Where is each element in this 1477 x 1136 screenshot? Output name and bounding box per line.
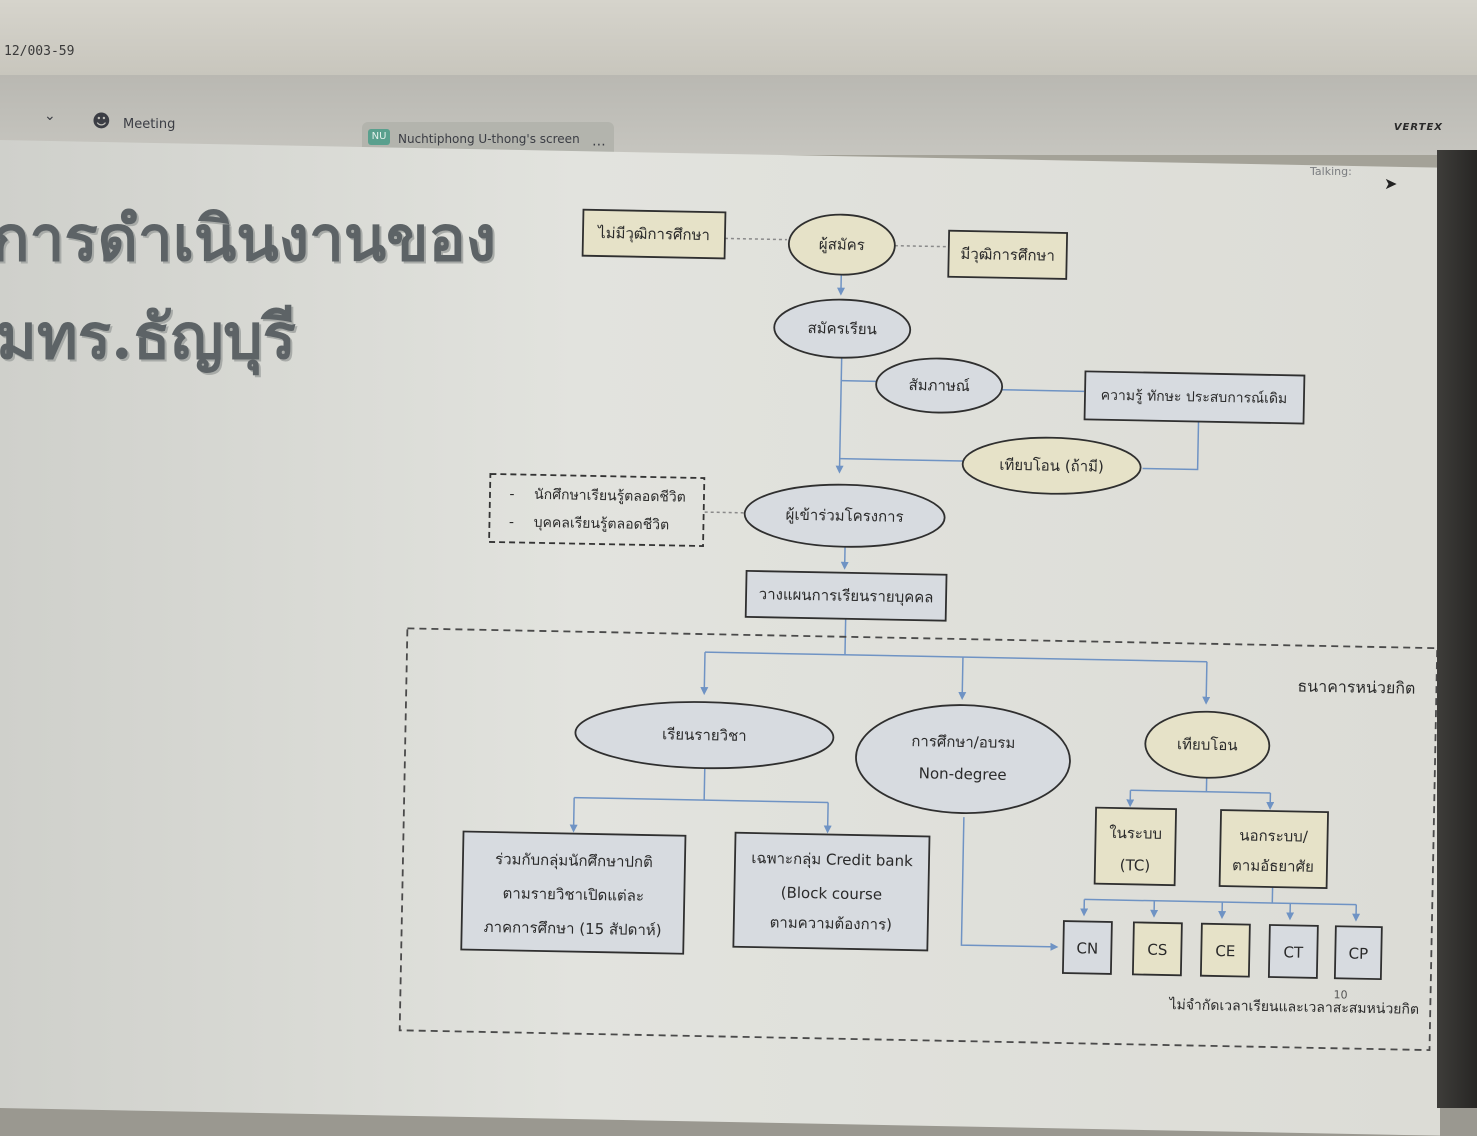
arrow-to-by-course (704, 652, 705, 692)
enroll-label: สมัครเรียน (807, 319, 877, 338)
page-number: 10 (1333, 988, 1347, 1001)
flow-diagram: ไม่มีวุฒิการศึกษา ผู้สมัคร มีวุฒิการศึกษ… (0, 0, 1477, 1108)
wall-edge (1437, 150, 1477, 1108)
codes-branch (1084, 899, 1356, 904)
out-system-box (1220, 810, 1328, 888)
credit-bank-label: ธนาคารหน่วยกิต (1297, 676, 1415, 697)
training-label-2: Non-degree (919, 764, 1007, 784)
training-node (855, 703, 1071, 815)
lifelong-dash-2: - (509, 514, 514, 530)
arrow-to-transfer (1206, 662, 1207, 702)
code-cn-label: CN (1076, 939, 1098, 957)
in-system-label-2: (TC) (1120, 856, 1151, 875)
code-ce-label: CE (1215, 942, 1235, 960)
transfer-if-any-label: เทียบโอน (ถ้ามี) (999, 456, 1104, 476)
regular-label-2: ตามรายวิชาเปิดแต่ละ (502, 884, 644, 905)
branch-line (705, 652, 1207, 662)
lifelong-person-label: บุคคลเรียนรู้ตลอดชีวิต (534, 515, 670, 534)
applicant-label: ผู้สมัคร (819, 235, 865, 254)
by-course-label: เรียนรายวิชา (662, 725, 747, 745)
arrow-to-training (962, 657, 963, 697)
footnote: ไม่จำกัดเวลาเรียนและเวลาสะสมหน่วยกิต (1168, 996, 1419, 1018)
dotted-link-no-degree (725, 238, 787, 239)
arrow-to-cb-group (828, 802, 829, 830)
by-course-branch (574, 798, 828, 803)
cursor-icon: ➤ (1384, 174, 1397, 193)
link-to-interview (841, 381, 876, 382)
transfer-label: เทียบโอน (1177, 735, 1238, 754)
transfer-branch (1130, 790, 1270, 793)
cb-group-label-2: (Block course (781, 884, 883, 904)
regular-label-3: ภาคการศึกษา (15 สัปดาห์) (484, 918, 662, 939)
no-degree-label: ไม่มีวุฒิการศึกษา (597, 224, 710, 245)
dotted-link-lifelong (705, 512, 744, 513)
participant-label: ผู้เข้าร่วมโครงการ (785, 506, 903, 526)
interview-label: สัมภาษณ์ (908, 376, 970, 395)
knowledge-label: ความรู้ ทักษะ ประสบการณ์เดิม (1101, 387, 1288, 408)
code-ct-label: CT (1283, 943, 1304, 961)
arrow-to-regular (574, 798, 575, 830)
plan-down-line (845, 615, 846, 655)
lifelong-box (489, 474, 704, 546)
lifelong-dash-1: - (509, 486, 514, 502)
out-system-label-2: ตามอัธยาศัย (1232, 856, 1314, 876)
has-degree-label: มีวุฒิการศึกษา (960, 245, 1055, 266)
training-label-1: การศึกษา/อบรม (911, 732, 1015, 752)
arrow-training-to-cn (961, 817, 1057, 947)
code-cp-label: CP (1348, 945, 1368, 963)
out-system-label-1: นอกระบบ/ (1239, 826, 1309, 845)
code-cs-label: CS (1147, 941, 1167, 959)
talking-indicator: Talking: (1310, 165, 1352, 178)
link-interview-to-knowledge (1002, 390, 1084, 392)
trunk-line (840, 358, 842, 471)
lifelong-student-label: นักศึกษาเรียนรู้ตลอดชีวิต (534, 487, 686, 506)
link-transfer-to-trunk (840, 459, 963, 461)
link-knowledge-to-transfer (1143, 420, 1199, 469)
in-system-label-1: ในระบบ (1109, 824, 1162, 843)
dotted-link-has-degree (895, 246, 947, 247)
by-course-down (704, 768, 705, 800)
cb-group-label-3: ตามความต้องการ) (769, 913, 892, 933)
